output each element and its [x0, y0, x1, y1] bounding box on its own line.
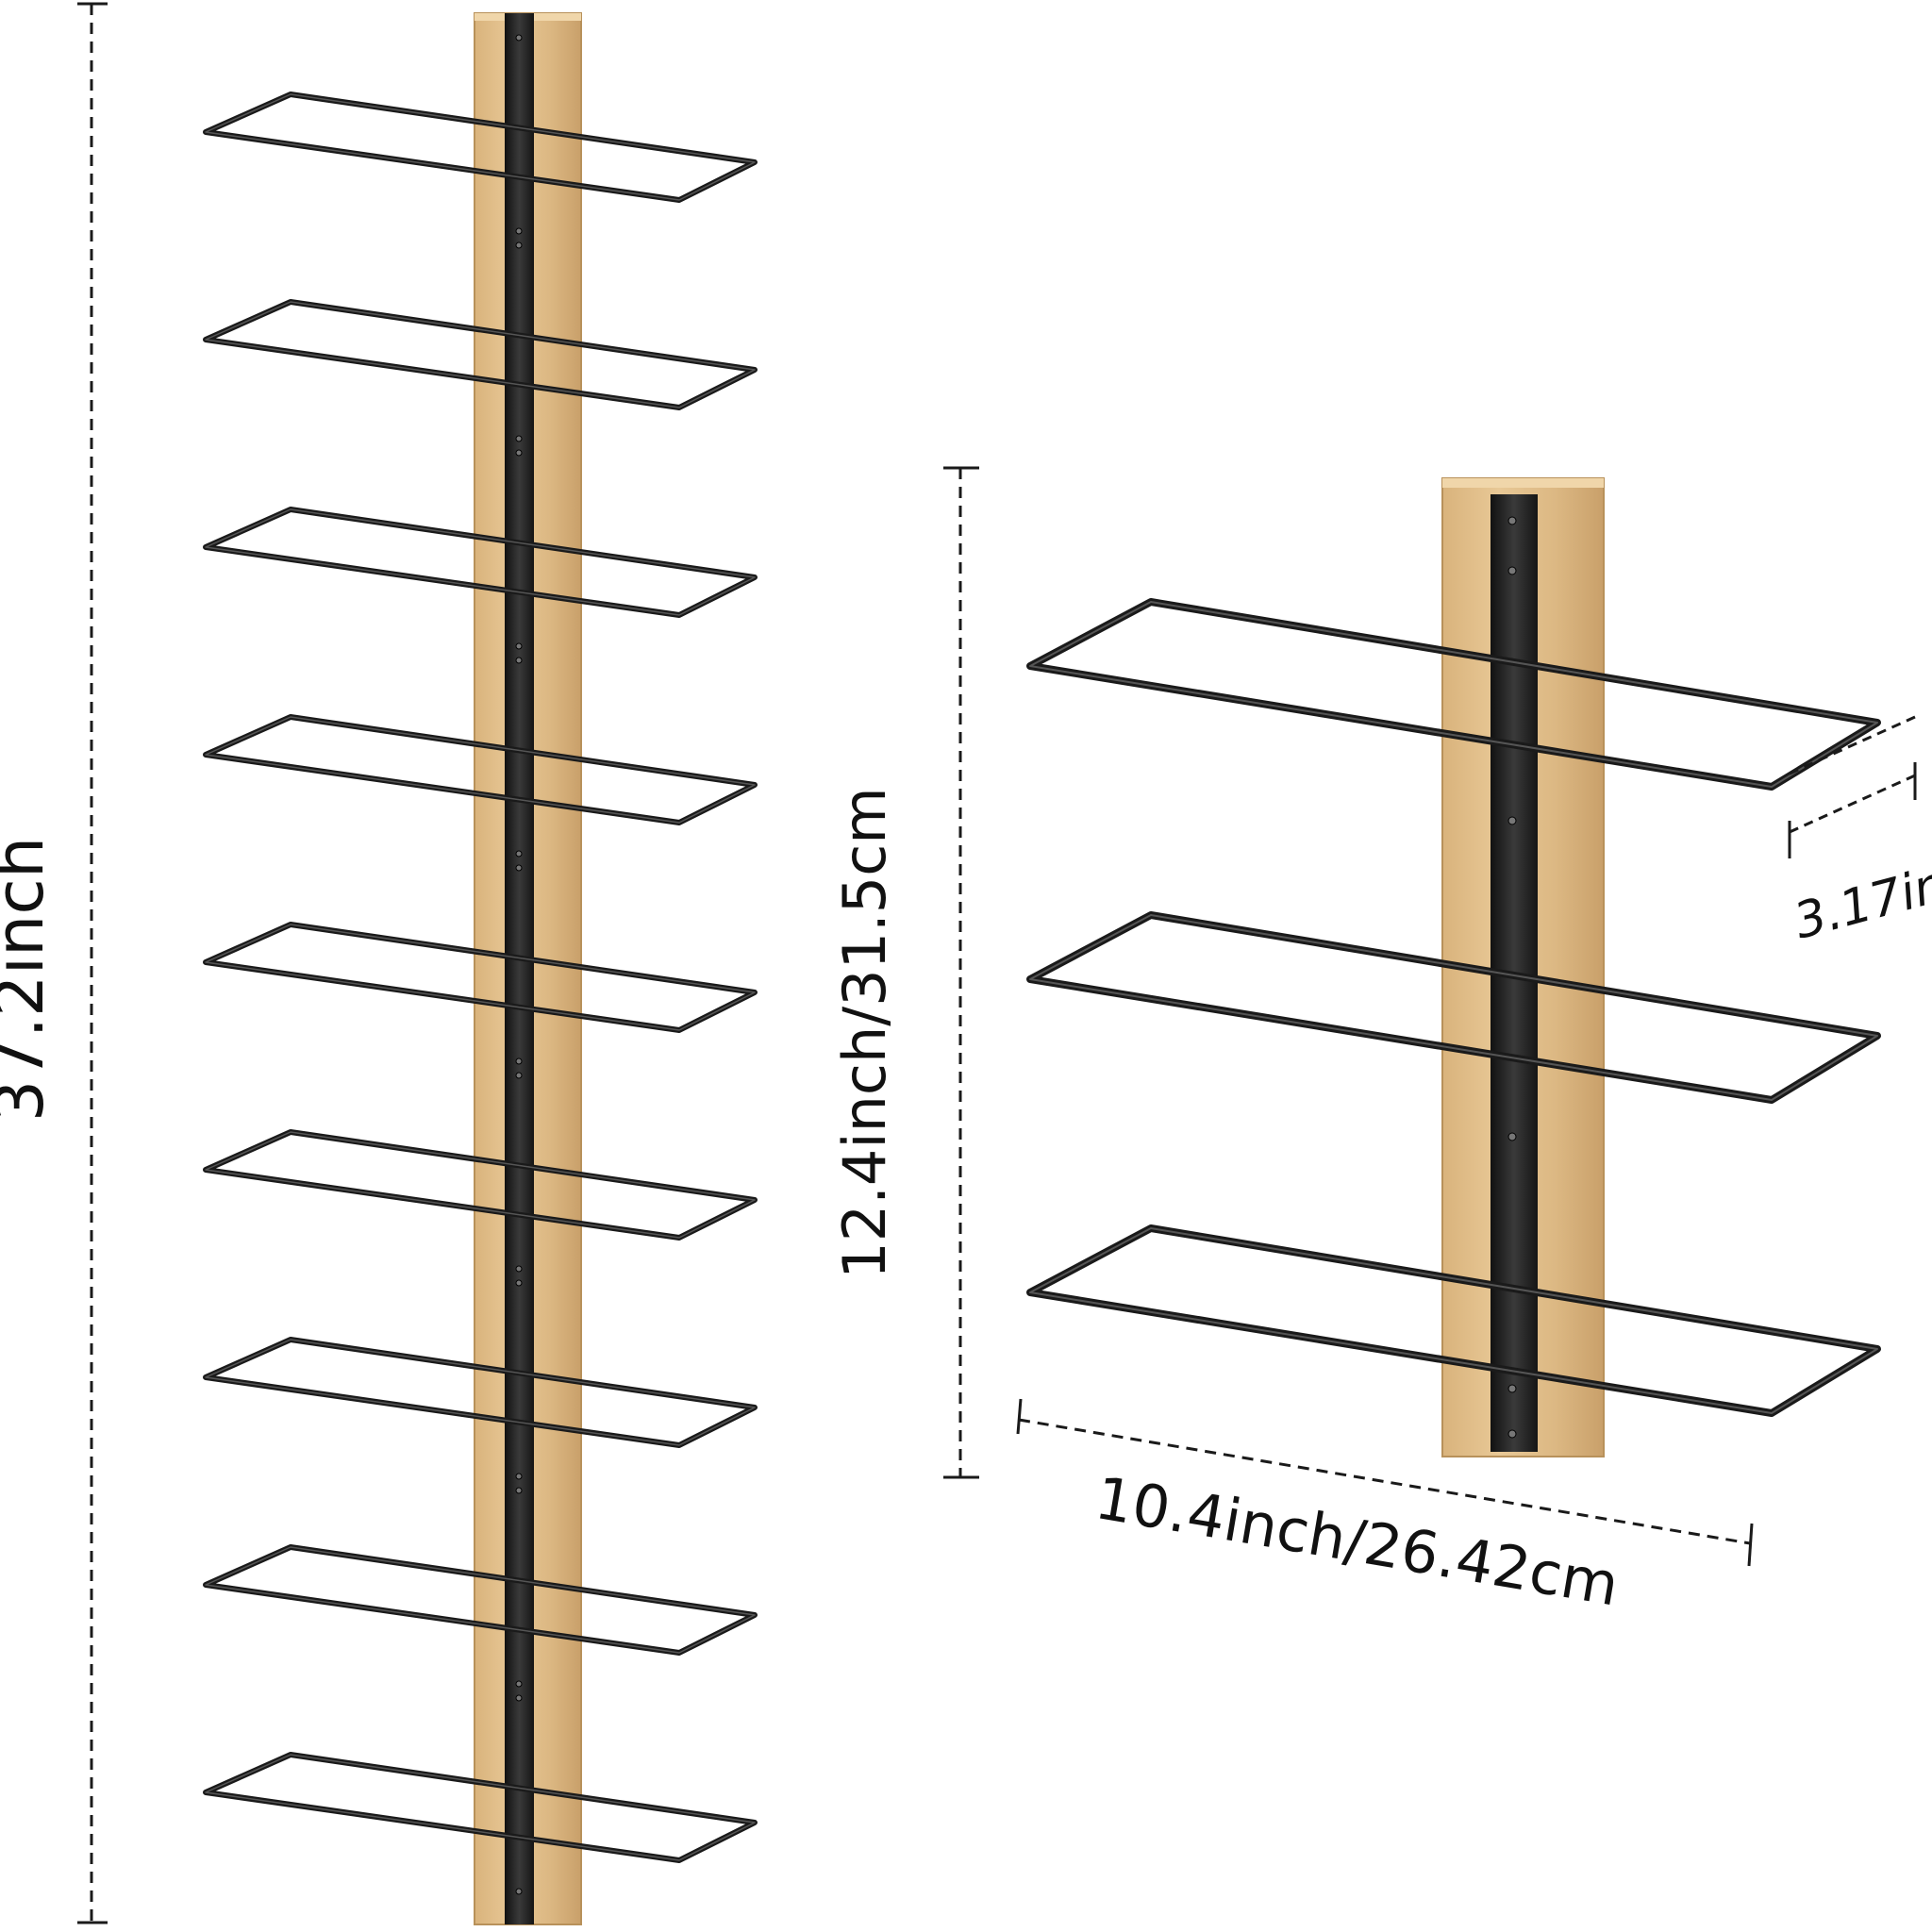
tall-holder-8-highlight	[205, 1546, 756, 1654]
short-mount-holes	[1507, 516, 1517, 1439]
short-hole-2	[1507, 566, 1517, 575]
short-wine-holders	[1026, 598, 1881, 1417]
short-rack	[1026, 477, 1881, 1457]
tall-holder-6-highlight	[205, 1131, 756, 1239]
tall-hole-a-3	[515, 449, 523, 457]
tall-height-label: 37.2inch	[0, 837, 58, 1123]
tall-metal-strip	[505, 13, 534, 1924]
tall-hole-b-6	[515, 1265, 523, 1273]
short-hole-5	[1507, 1384, 1517, 1393]
tall-holder-5-highlight	[205, 924, 756, 1031]
tall-hole-a-9	[515, 1694, 523, 1702]
tall-holder-3-highlight	[205, 508, 756, 616]
tall-hole-b-4	[515, 850, 523, 858]
tall-holder-2-highlight	[205, 301, 756, 408]
tall-mount-holes	[515, 34, 523, 1895]
tall-hole-b-7	[515, 1473, 523, 1480]
tall-hole-b-8	[515, 1680, 523, 1688]
tall-hole-a-2	[515, 242, 523, 249]
tall-hole-a-8	[515, 1487, 523, 1494]
tall-hole-b-5	[515, 1058, 523, 1065]
tall-hole-a-7	[515, 1279, 523, 1287]
tall-rack	[203, 12, 758, 1925]
tall-hole-b-3	[515, 642, 523, 650]
tall-wine-holders	[203, 92, 758, 1863]
tall-hole-a-6	[515, 1072, 523, 1079]
tall-holder-1-highlight	[205, 93, 756, 201]
tall-hole-b-9	[515, 1888, 523, 1895]
short-holder-1-highlight	[1029, 601, 1878, 788]
short-hole-4	[1507, 1132, 1517, 1141]
short-hole-6	[1507, 1429, 1517, 1439]
short-hole-1	[1507, 516, 1517, 525]
tall-hole-a-4	[515, 657, 523, 664]
tall-hole-a-1	[515, 34, 523, 42]
short-holder-2-highlight	[1029, 914, 1878, 1101]
depth-label: 3.17inch	[1789, 841, 1932, 950]
short-board-top	[1442, 478, 1604, 488]
tall-hole-b-1	[515, 227, 523, 235]
dimension-width: 10.4inch/26.42cm	[1016, 1398, 1754, 1620]
width-label: 10.4inch/26.42cm	[1091, 1463, 1624, 1620]
tall-holder-4-highlight	[205, 716, 756, 824]
dimension-tall-height: 37.2inch	[0, 2, 108, 1924]
short-height-label: 12.4inch/31.5cm	[830, 787, 899, 1278]
short-holder-3-highlight	[1029, 1227, 1878, 1414]
dimension-short-height: 12.4inch/31.5cm	[830, 466, 979, 1479]
tall-holder-7-highlight	[205, 1339, 756, 1446]
dimension-depth: 3.17inch	[1788, 715, 1932, 951]
tall-hole-a-5	[515, 864, 523, 872]
short-hole-3	[1507, 816, 1517, 825]
tall-holder-9-highlight	[205, 1754, 756, 1861]
tall-hole-b-2	[515, 435, 523, 442]
